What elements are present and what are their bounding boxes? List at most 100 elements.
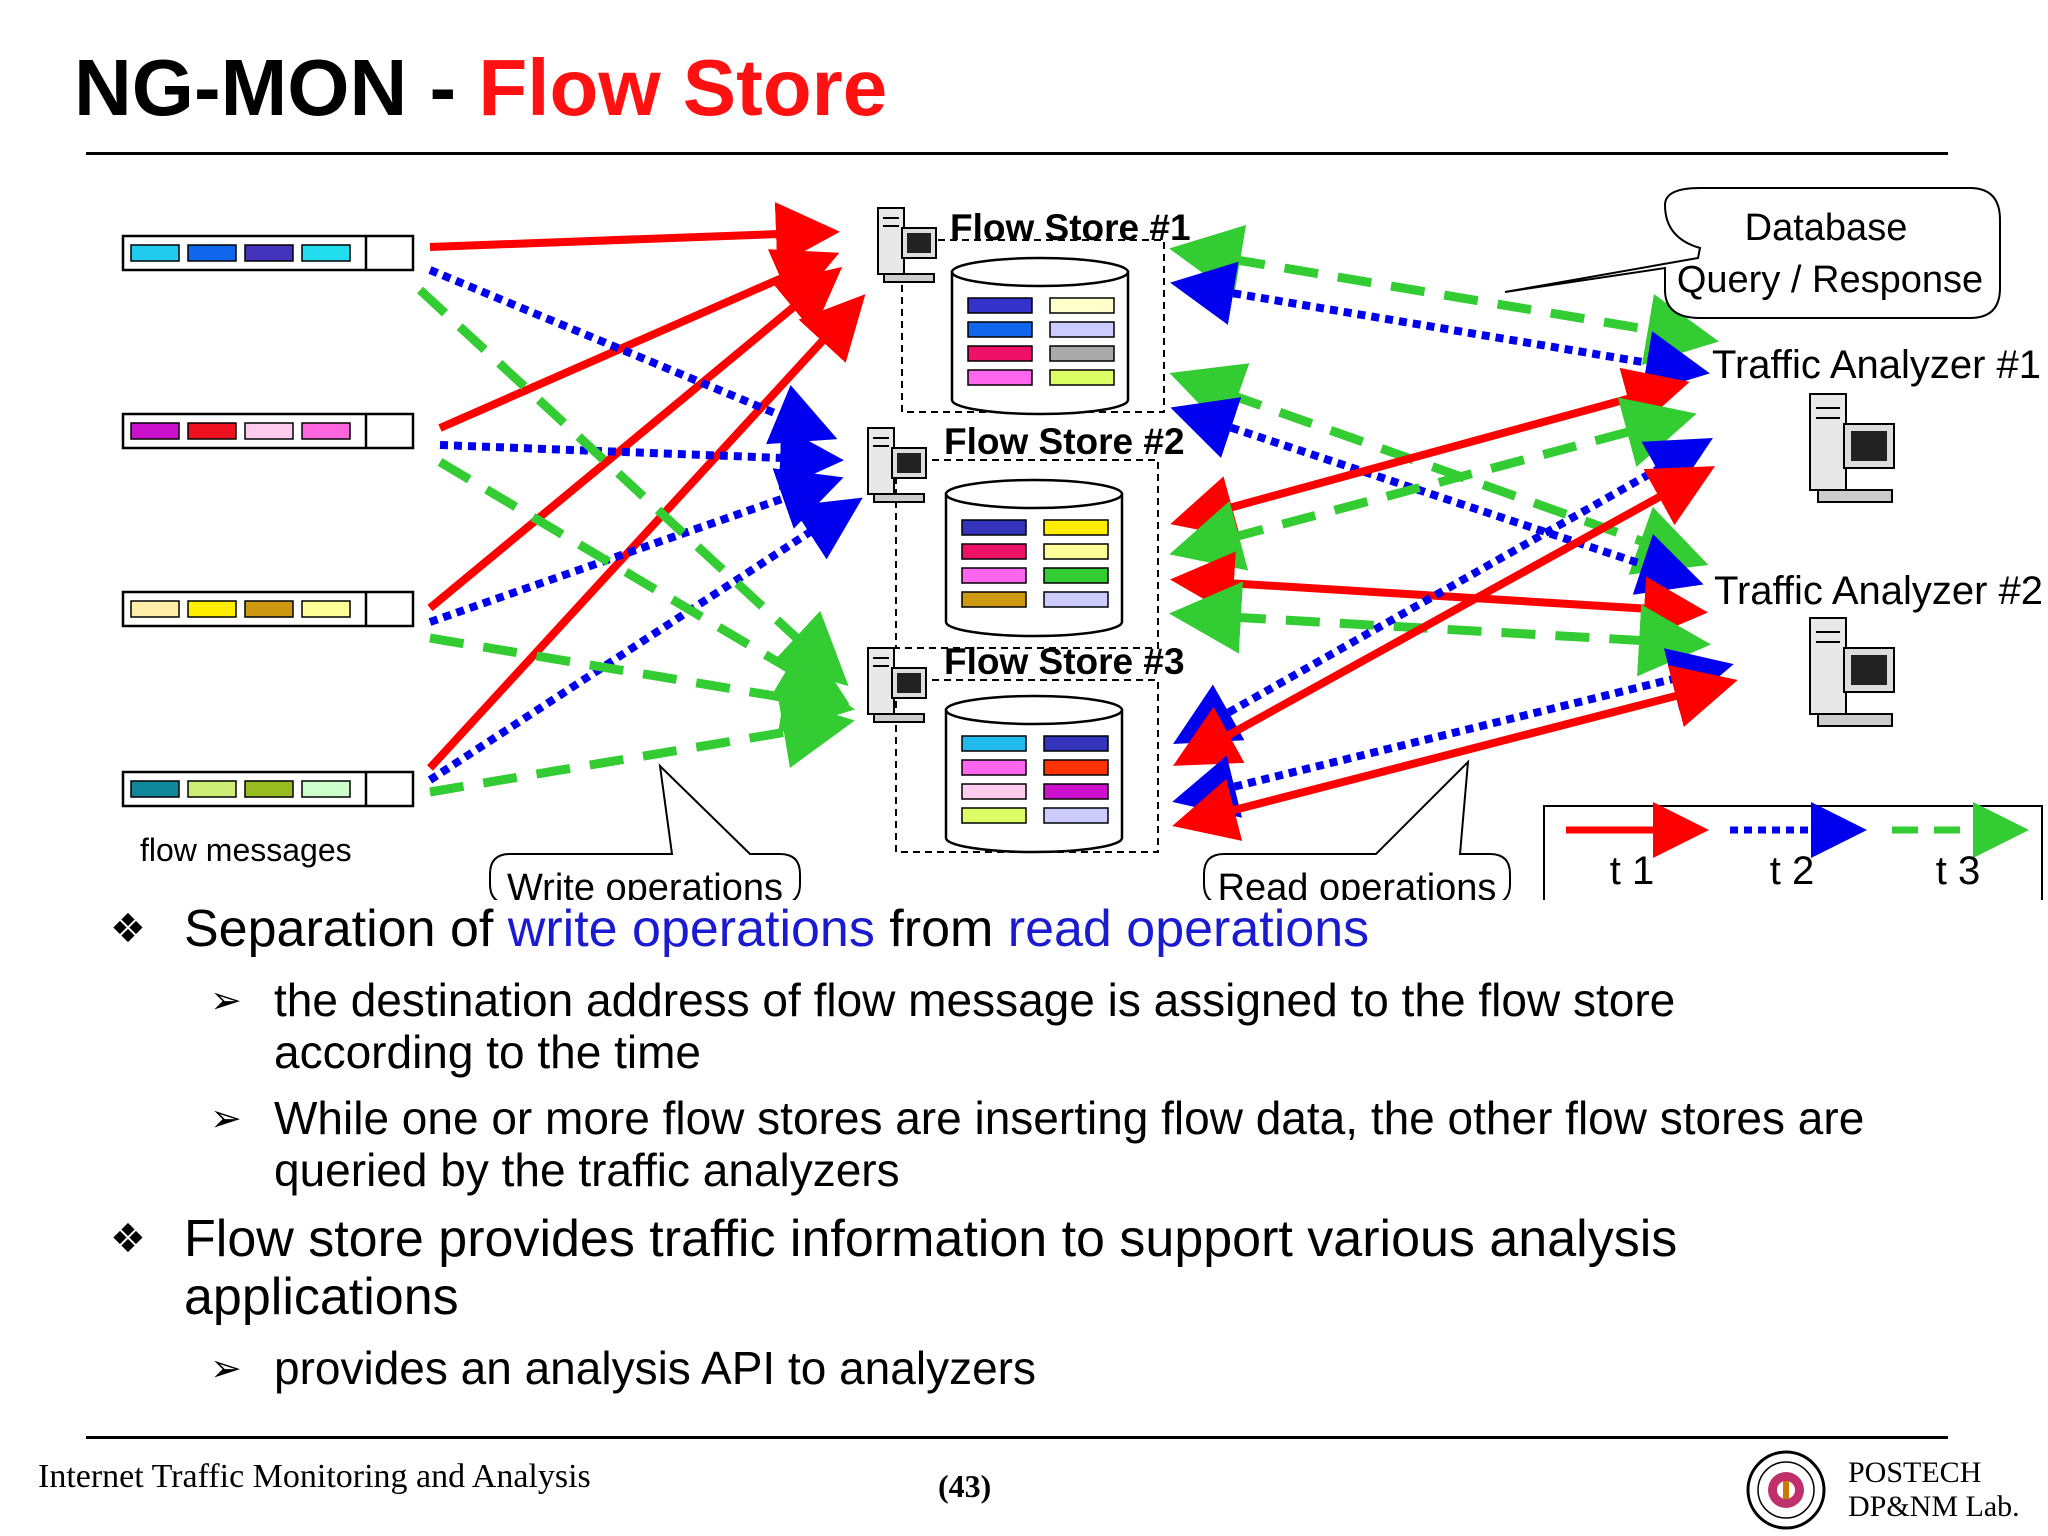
flow-message-bar — [121, 590, 415, 628]
store-record-cell — [1049, 369, 1115, 386]
arrow-write-t3 — [416, 286, 849, 687]
legend-t1-label: t 1 — [1610, 849, 1654, 893]
arrow-write-t3 — [429, 696, 855, 797]
diamond-bullet-icon: ❖ — [110, 906, 146, 952]
title-main: NG-MON - — [74, 43, 479, 132]
arrow-write-t3 — [437, 458, 850, 705]
message-slot — [187, 600, 237, 618]
bullet-2-sub-1-text: provides an analysis API to analyzers — [274, 1342, 1036, 1394]
bullet-1-highlight-write: write operations — [507, 900, 875, 958]
store-record-cell — [1049, 345, 1115, 362]
message-slot — [130, 600, 180, 618]
store-record-cell — [967, 321, 1033, 338]
footer-lab: POSTECH DP&NM Lab. — [1848, 1456, 2020, 1524]
write-callout-label: Write operations — [507, 867, 783, 900]
read-callout: Read operations — [1203, 759, 1511, 900]
flow-store-3-label: Flow Store #3 — [944, 641, 1185, 682]
read-arrows — [1169, 225, 1738, 841]
footer-lab-line2: DP&NM Lab. — [1848, 1490, 2020, 1523]
arrow-bullet-icon: ➢ — [210, 978, 242, 1022]
db-callout-line1: Database — [1745, 207, 1908, 249]
arrow-write-t2 — [428, 468, 844, 626]
arrow-write-t1 — [438, 249, 840, 432]
db-callout-line2: Query / Response — [1677, 259, 1983, 301]
bullet-1-text-mid: from — [874, 900, 1008, 958]
arrow-write-t1 — [429, 202, 840, 267]
message-slot — [301, 244, 351, 262]
bullet-2-sub-1: ➢ provides an analysis API to analyzers — [110, 1342, 1874, 1394]
message-slot — [187, 244, 237, 262]
store-record-cell — [1043, 567, 1109, 584]
arrow-write-t2 — [428, 266, 838, 445]
flow-store-1: Flow Store #1 — [877, 207, 1191, 416]
flow-store-diagram: flow messages Flow Store #1 Flow Store #2… — [121, 187, 2043, 900]
page-number: (43) — [938, 1468, 992, 1504]
arrow-write-t2 — [427, 497, 863, 784]
footer-lab-line1: POSTECH — [1848, 1456, 1982, 1489]
store-record-cell — [1043, 783, 1109, 800]
store-record-cell — [967, 297, 1033, 314]
store-record-cell — [1049, 297, 1115, 314]
diamond-bullet-icon: ❖ — [110, 1216, 146, 1262]
db-query-callout: Database Query / Response — [1504, 187, 2001, 319]
message-slot — [301, 422, 351, 440]
bullet-1-sub-2: ➢While one or more flow stores are inser… — [110, 1092, 1874, 1196]
arrow-write-t2 — [439, 425, 844, 490]
slide-title: NG-MON - Flow Store — [74, 38, 887, 138]
bullet-1-text-start: Separation of — [184, 900, 508, 958]
arrow-write-t3 — [429, 633, 855, 734]
database-cylinder-icon — [950, 270, 1130, 416]
bullet-1-highlight-read: read operations — [1007, 900, 1370, 958]
arrow-read-t2 — [1170, 261, 1710, 395]
footer-rule — [86, 1436, 1948, 1439]
store-record-cell — [961, 735, 1027, 752]
store-record-cell — [961, 591, 1027, 608]
store-record-cell — [961, 543, 1027, 560]
flow-message-bar — [121, 412, 415, 450]
flow-store-1-label: Flow Store #1 — [950, 207, 1191, 248]
store-record-cell — [961, 759, 1027, 776]
arrow-read-t2 — [1173, 438, 1713, 744]
message-slot — [244, 600, 294, 618]
store-record-cell — [967, 369, 1033, 386]
message-slot — [244, 422, 294, 440]
legend-t3-label: t 3 — [1936, 849, 1980, 893]
arrow-read-t1 — [1172, 665, 1738, 841]
arrow-bullet-icon: ➢ — [210, 1096, 242, 1140]
store-record-cell — [961, 807, 1027, 824]
message-slot — [187, 422, 237, 440]
message-slot — [301, 600, 351, 618]
store-record-cell — [967, 345, 1033, 362]
traffic-analyzer-2-computer-icon — [1809, 617, 1895, 727]
traffic-analyzer-2-label: Traffic Analyzer #2 — [1714, 569, 2043, 613]
bullet-1-sub-1: ➢ the destination address of flow message… — [110, 974, 1874, 1078]
flow-store-2-label: Flow Store #2 — [944, 421, 1185, 462]
store-record-cell — [1043, 735, 1109, 752]
flow-message-bar — [121, 770, 415, 808]
bullet-1: ❖ Separation of write operations from rea… — [110, 900, 2010, 958]
store-record-cell — [961, 519, 1027, 536]
traffic-analyzer-1-computer-icon — [1809, 393, 1895, 503]
footer-course-title: Internet Traffic Monitoring and Analysis — [38, 1458, 591, 1495]
message-slot — [244, 244, 294, 262]
store-record-cell — [1049, 321, 1115, 338]
message-slot — [130, 780, 180, 798]
legend-t2-label: t 2 — [1770, 849, 1814, 893]
arrow-bullet-icon: ➢ — [210, 1346, 242, 1390]
store-record-cell — [1043, 543, 1109, 560]
flow-store-3: Flow Store #3 — [867, 641, 1185, 854]
postech-logo-icon — [1746, 1450, 1826, 1530]
message-slot — [244, 780, 294, 798]
store-record-cell — [961, 567, 1027, 584]
write-callout: Write operations — [489, 763, 801, 900]
store-record-cell — [1043, 519, 1109, 536]
bullet-1-sub-1-text: the destination address of flow message … — [274, 974, 1676, 1078]
store-record-cell — [1043, 807, 1109, 824]
bullet-2-text: Flow store provides traffic information … — [184, 1210, 1678, 1326]
bullet-2: ❖ Flow store provides traffic information… — [110, 1210, 1904, 1326]
flow-messages-label: flow messages — [140, 832, 352, 868]
message-slot — [301, 780, 351, 798]
message-slot — [130, 244, 180, 262]
arrow-write-t1 — [427, 266, 843, 612]
store-record-cell — [961, 783, 1027, 800]
